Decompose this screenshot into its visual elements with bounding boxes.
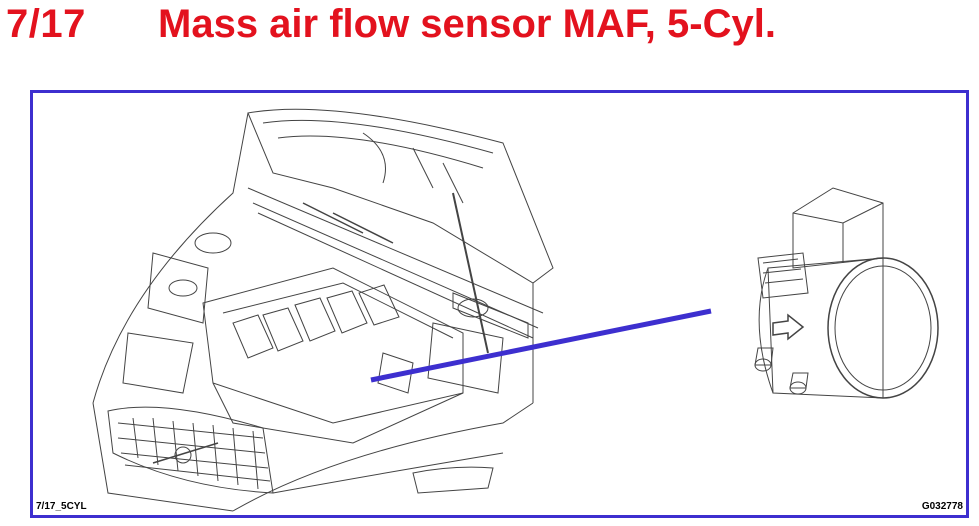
figure-code-left: 7/17_5CYL <box>36 501 87 512</box>
figure-code-right: G032778 <box>921 501 963 512</box>
pointer-line <box>370 308 712 383</box>
engine-bay-illustration <box>92 108 939 512</box>
maf-sensor-drawing <box>754 187 939 399</box>
page-title: Mass air flow sensor MAF, 5-Cyl. <box>158 2 776 46</box>
hood-outline <box>247 108 554 284</box>
step-number: 7/17 <box>6 2 86 46</box>
engine-cover <box>202 267 464 424</box>
illustration-frame <box>30 90 969 518</box>
